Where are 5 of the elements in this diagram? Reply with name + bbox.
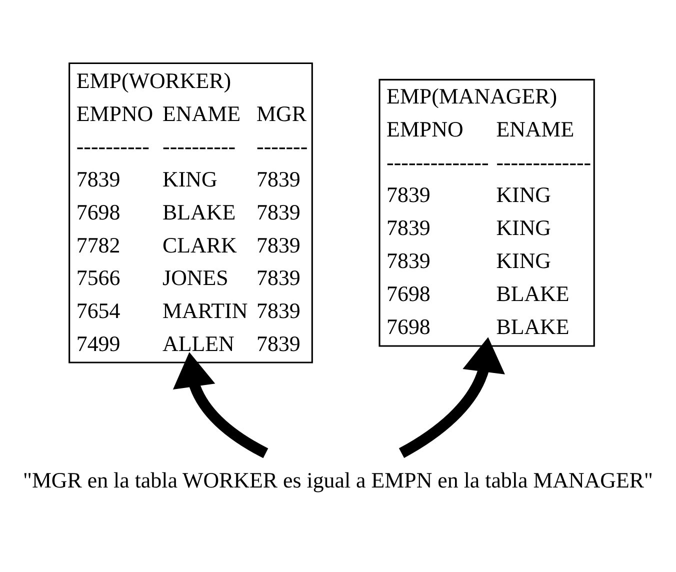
node-box: EMP(WORKER) EMPNO ENAME MGR ---------- ---------- ------- 7839 KING 7839 7698 BLAKE 7839 7782 CLARK 7839 7566 JONES 7839 7654 MARTIN 7839 7499 ALLEN 7839	[68, 62, 313, 363]
node-box: EMP(MANAGER) EMPNO ENAME -------------- ------------- 7839 KING 7839 KING 7839 KING 7698 BLAKE 7698 BLAKE	[378, 78, 595, 346]
arrow	[172, 352, 268, 458]
node-text: "MGR en la tabla WORKER es igual a EMPN en la tabla MANAGER"	[23, 466, 653, 492]
arrow	[398, 336, 505, 458]
